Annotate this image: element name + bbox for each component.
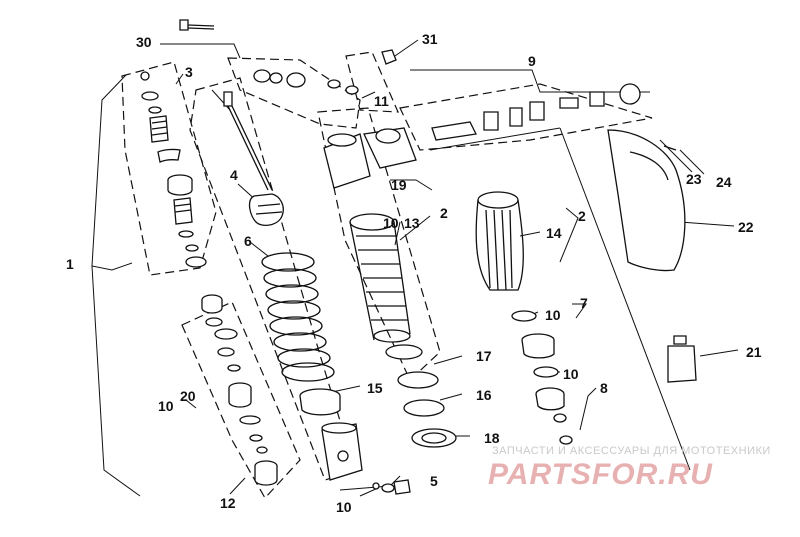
callout-2a: 2 <box>440 205 448 221</box>
callout-4: 4 <box>230 167 238 183</box>
callout-10b: 10 <box>545 307 561 323</box>
callout-10d: 10 <box>158 398 174 414</box>
reservoir-seal-stack <box>512 311 572 444</box>
callout-7: 7 <box>580 295 588 311</box>
callout-22: 22 <box>738 219 754 235</box>
callout-19: 19 <box>391 177 407 193</box>
callout-13: 13 <box>404 215 420 231</box>
watermark-logo: PARTSFOR.RU <box>488 458 713 491</box>
piston-rod <box>224 92 283 225</box>
lower-clevis <box>322 423 362 480</box>
callout-24: 24 <box>716 174 732 190</box>
callout-10c: 10 <box>563 366 579 382</box>
callout-21: 21 <box>746 344 762 360</box>
callout-15: 15 <box>367 380 383 396</box>
callout-31: 31 <box>422 31 438 47</box>
watermark-caption: ЗАПЧАСТИ И АКСЕССУАРЫ ДЛЯ МОТОТЕХНИКИ <box>492 445 771 457</box>
callout-8: 8 <box>600 380 608 396</box>
shock-body-head <box>324 128 416 188</box>
preload-rings <box>386 345 456 447</box>
bleed-adjuster <box>373 480 410 494</box>
callout-3: 3 <box>185 64 193 80</box>
callout-23: 23 <box>686 171 702 187</box>
oil-bottle <box>668 336 696 382</box>
callout-14: 14 <box>546 225 562 241</box>
callout-30: 30 <box>136 34 152 50</box>
callout-17: 17 <box>476 348 492 364</box>
callout-10a: 10 <box>383 215 399 231</box>
callout-1: 1 <box>66 256 74 272</box>
reservoir-canister <box>476 192 523 290</box>
callout-12: 12 <box>220 495 236 511</box>
callout-9: 9 <box>528 53 536 69</box>
callout-16: 16 <box>476 387 492 403</box>
lower-spring-seat <box>300 389 340 415</box>
callout-18: 18 <box>484 430 500 446</box>
upper-hardware <box>254 50 640 140</box>
callout-20: 20 <box>180 388 196 404</box>
top-mount-bolt <box>180 20 214 30</box>
seal-head-stack <box>141 72 277 485</box>
mud-guard <box>608 130 685 271</box>
callout-2b: 2 <box>578 208 586 224</box>
callout-5: 5 <box>430 473 438 489</box>
group-outlines <box>122 52 652 498</box>
callout-11: 11 <box>374 93 389 109</box>
main-spring <box>262 253 334 381</box>
damper-body <box>350 214 410 342</box>
callout-6: 6 <box>244 233 252 249</box>
callout-10e: 10 <box>336 499 352 515</box>
